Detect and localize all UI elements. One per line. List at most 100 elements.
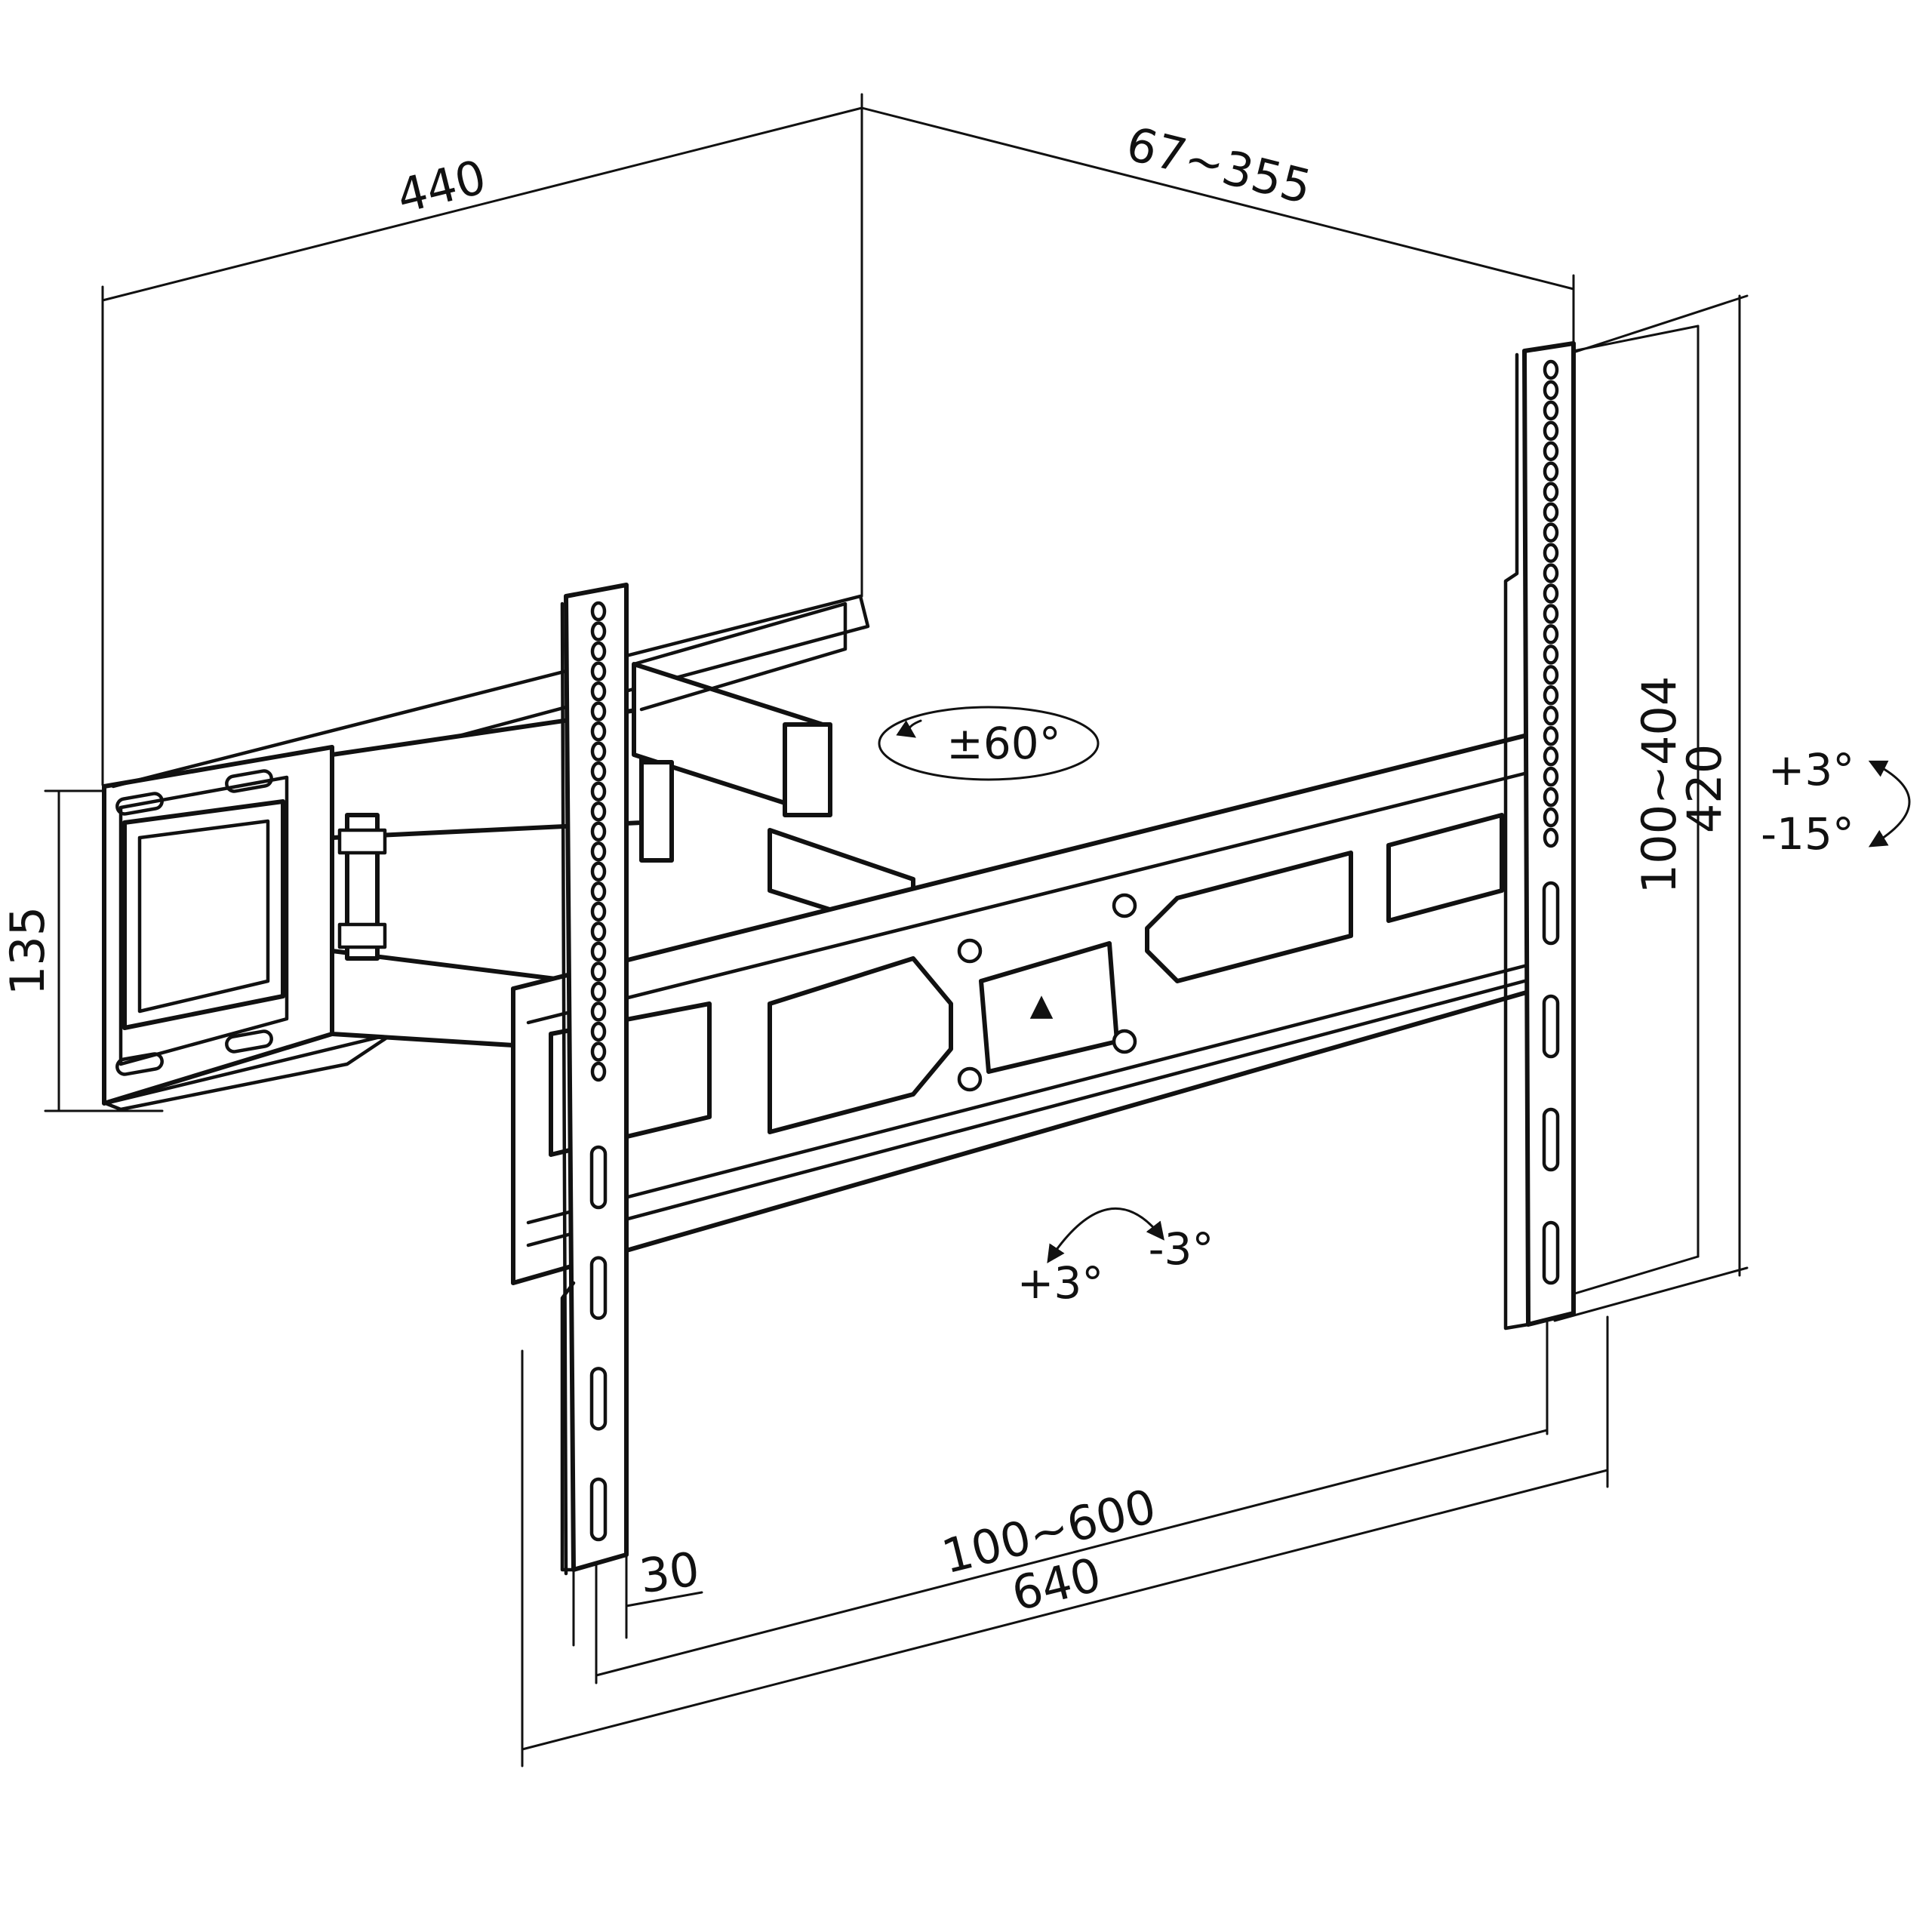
- label-tilt-up: +3°: [1768, 744, 1855, 795]
- dim-line-67-355: [860, 106, 1575, 291]
- dim-line-440: [101, 106, 863, 302]
- vesa-hole: [1543, 400, 1559, 421]
- vesa-hole: [1543, 583, 1559, 604]
- label-roll-plus: +3°: [1017, 1257, 1104, 1309]
- screw-icon: [957, 1066, 983, 1092]
- screw-icon: [1112, 1029, 1137, 1054]
- vesa-hole: [1543, 624, 1559, 645]
- ext-line-420-bottom: [1553, 1266, 1749, 1322]
- wall-plate-window: [122, 799, 285, 1030]
- vesa-slot: [1542, 994, 1560, 1059]
- vesa-rail-left-hook: [560, 1281, 576, 1572]
- vesa-slot: [1542, 881, 1560, 946]
- vesa-hole: [590, 781, 607, 801]
- vesa-hole: [590, 841, 607, 862]
- vesa-hole: [1543, 807, 1559, 828]
- vesa-hole: [590, 981, 607, 1002]
- label-420: 420: [1677, 744, 1732, 833]
- vesa-rail-right-edge: [1503, 352, 1531, 1331]
- vesa-hole: [1543, 645, 1559, 665]
- vesa-hole: [1543, 522, 1559, 543]
- vesa-hole: [1543, 827, 1559, 848]
- vesa-hole: [590, 1021, 607, 1042]
- vesa-slot: [589, 1145, 608, 1210]
- plate-slot: [115, 792, 164, 816]
- vesa-slot: [589, 1477, 608, 1542]
- bottom-wall-flange: [103, 1032, 395, 1112]
- vesa-hole: [1543, 706, 1559, 726]
- vesa-slot: [589, 1256, 608, 1320]
- vesa-hole: [590, 621, 607, 641]
- vesa-hole: [590, 661, 607, 681]
- ext-line-404-top: [1572, 325, 1700, 352]
- arm2-joint: [783, 722, 832, 817]
- vesa-hole: [1543, 563, 1559, 583]
- wall-plate-frame: [118, 775, 289, 1066]
- vesa-hole: [590, 741, 607, 761]
- vesa-slots-right: [1542, 881, 1560, 1285]
- rail-cutout: [1386, 813, 1504, 923]
- screw-icon: [957, 938, 983, 964]
- vesa-hole: [1543, 786, 1559, 808]
- plate-slot: [225, 769, 273, 793]
- label-135: 135: [0, 906, 55, 995]
- vesa-hole: [1543, 665, 1559, 685]
- arm-top-link: [632, 601, 848, 712]
- vesa-hole: [590, 801, 607, 822]
- dim-line-30: [625, 1591, 703, 1607]
- vesa-hole: [590, 921, 607, 942]
- vesa-hole: [1543, 543, 1559, 563]
- vesa-slots-left: [589, 1145, 608, 1542]
- label-67-355: 67~355: [1121, 116, 1316, 215]
- rail-cutout: [549, 1001, 712, 1157]
- vesa-hole: [1543, 685, 1559, 706]
- vesa-hole: [1543, 502, 1559, 522]
- label-30: 30: [636, 1541, 703, 1604]
- vesa-hole: [1543, 461, 1559, 482]
- lock-arrow-icon: ▲: [1030, 988, 1054, 1023]
- rail-edge-bottom-2: [526, 979, 1527, 1247]
- vesa-hole: [1543, 380, 1559, 401]
- roll-arrow-icon: [1047, 1208, 1164, 1263]
- vesa-hole: [1543, 746, 1559, 767]
- vesa-hole: [590, 601, 607, 622]
- tilt-arrow-icon: [1868, 760, 1911, 848]
- vesa-hole: [590, 681, 607, 702]
- ext-line-420-top: [1572, 294, 1749, 354]
- plate-slot: [115, 1052, 164, 1076]
- vesa-hole: [1543, 420, 1559, 441]
- vesa-hole: [590, 761, 607, 782]
- pivot-nut: [337, 922, 387, 949]
- vesa-hole: [590, 901, 607, 922]
- vesa-hole: [590, 821, 607, 841]
- vesa-hole: [1543, 766, 1559, 787]
- rail-cutout: [768, 956, 953, 1134]
- rotation-indicators: [878, 706, 1911, 1263]
- vesa-hole: [590, 641, 607, 662]
- vesa-hole: [590, 961, 607, 982]
- vesa-slot: [1542, 1220, 1560, 1285]
- rail-edge-top: [526, 771, 1527, 1025]
- pivot-post-2: [639, 760, 674, 863]
- ext-line-404-bottom: [1553, 1255, 1700, 1301]
- vesa-hole: [590, 1001, 607, 1022]
- vesa-rail-left-edge: [560, 601, 568, 1576]
- screw-icon: [1112, 893, 1137, 918]
- vesa-slot: [1542, 1107, 1560, 1172]
- plate-slot: [225, 1029, 273, 1054]
- dimension-lines: [44, 93, 1749, 1767]
- dim-line-640: [521, 1469, 1609, 1751]
- vesa-hole: [590, 1061, 607, 1082]
- vesa-hole: [1543, 481, 1559, 502]
- vesa-hole: [590, 881, 607, 902]
- vesa-hole: [1543, 441, 1559, 462]
- swivel-arrow-icon: [896, 719, 922, 738]
- vesa-hole: [590, 941, 607, 962]
- swivel-ellipse: [878, 706, 1100, 781]
- vesa-slot: [589, 1367, 608, 1431]
- label-swivel: ±60°: [946, 718, 1060, 769]
- vesa-hole: [590, 861, 607, 882]
- rail-edge-bottom: [526, 964, 1527, 1225]
